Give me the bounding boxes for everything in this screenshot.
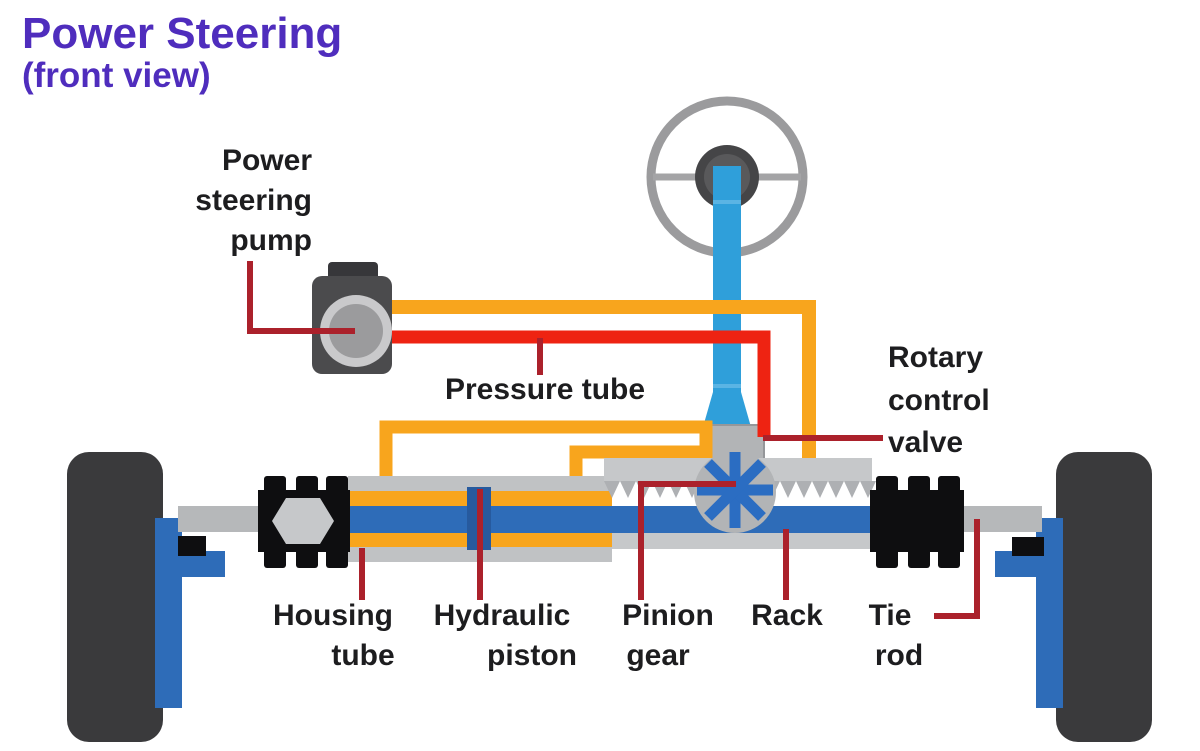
steering-column-flare	[703, 392, 751, 427]
left-strut-upright	[155, 518, 182, 708]
bellows-hex-nut	[272, 498, 334, 544]
label-housing-tube-line1: Housing	[273, 599, 393, 632]
power-steering-pump	[312, 262, 392, 374]
right-wheel	[1056, 452, 1152, 742]
page-subtitle: (front view)	[22, 56, 211, 95]
label-tie-rod-line2: rod	[875, 639, 923, 672]
tie-rod-pointer-line	[934, 519, 980, 619]
label-pump-line3: pump	[230, 224, 312, 257]
label-tie-rod-line1: Tie	[869, 599, 912, 632]
pinion-gear	[694, 451, 776, 533]
page-title: Power Steering	[22, 9, 342, 58]
label-pressure-tube: Pressure tube	[445, 373, 645, 406]
rack-lower-band	[612, 533, 872, 549]
pointer-lines	[247, 261, 980, 619]
label-valve-line3: valve	[888, 426, 963, 459]
column-joint-mark	[713, 200, 741, 204]
right-tie-rod-shaft	[956, 506, 1042, 532]
right-tie-rod-end	[1012, 537, 1044, 556]
label-pump-line1: Power	[222, 144, 312, 177]
left-tie-rod-end	[178, 536, 206, 556]
left-bellows-boot	[258, 476, 350, 568]
label-rack: Rack	[751, 599, 823, 632]
left-wheel	[67, 452, 163, 742]
label-hydraulic-piston-line2: piston	[487, 639, 577, 672]
right-bellows-boot	[870, 476, 964, 568]
label-pinion-gear-line2: gear	[626, 639, 690, 672]
pinion-star-icon	[697, 452, 773, 528]
label-hydraulic-piston-line1: Hydraulic	[434, 599, 571, 632]
pressure-tube-red	[365, 330, 771, 437]
left-tie-rod-shaft	[178, 506, 266, 532]
part-labels: Power steering pump Pressure tube Rotary…	[195, 144, 989, 672]
return-tube-orange	[379, 420, 713, 503]
housing-tube	[330, 476, 876, 562]
label-housing-tube-line2: tube	[331, 639, 394, 672]
pump-pulley-inner	[329, 304, 383, 358]
label-pinion-gear-line1: Pinion	[622, 599, 714, 632]
pressure-tube-orange	[365, 300, 816, 477]
left-strut	[155, 518, 225, 708]
label-pump-line2: steering	[195, 184, 312, 217]
steering-column-shaft	[713, 166, 741, 398]
hydraulic-tubes	[365, 300, 816, 503]
housing-wall-top	[348, 476, 612, 492]
label-valve-line2: control	[888, 384, 990, 417]
steering-column	[703, 166, 751, 427]
column-joint-mark	[713, 384, 741, 388]
label-valve-line1: Rotary	[888, 341, 983, 374]
pump-pointer-line	[247, 261, 355, 334]
rack-bar	[330, 506, 876, 533]
pinion-gear-pointer-line	[638, 481, 736, 600]
